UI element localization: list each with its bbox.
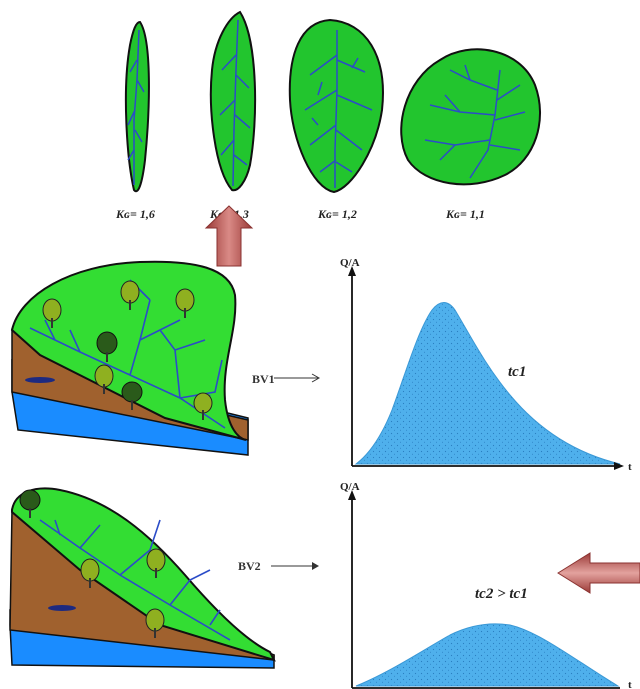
tree-icon (175, 288, 195, 318)
hydrograph-1: Q/A t tc1 (340, 257, 632, 473)
tree-icon (121, 381, 143, 410)
arrow-right-icon (274, 373, 321, 383)
leaf-4-round (400, 48, 542, 186)
tree-icon (80, 558, 100, 588)
hydrograph-2-area (355, 623, 620, 687)
tree-icon (145, 608, 165, 638)
left-arrow-icon (557, 552, 640, 594)
leaf-1-label: Kɢ= 1,6 (115, 207, 155, 221)
leaf-3-label: Kɢ= 1,2 (317, 207, 357, 221)
peak-time-label-2: tc2 > tc1 (475, 586, 528, 602)
leaf-4-label: Kɢ= 1,1 (445, 207, 485, 221)
tree-icon (96, 331, 118, 362)
tree-icon (94, 364, 114, 394)
tree-icon (146, 548, 166, 578)
x-axis-2-label: t (628, 679, 632, 689)
leaf-1-elongated (124, 20, 150, 193)
tree-icon (193, 392, 213, 420)
tree-icon (19, 489, 41, 518)
up-arrow-icon (204, 205, 254, 267)
hydrograph-1-area (354, 302, 621, 465)
y-axis-1-label: Q/A (340, 257, 360, 269)
leaf-2-oblong (209, 10, 257, 192)
basin-1-landscape (10, 260, 249, 456)
basin-2-landscape (9, 487, 276, 669)
tree-icon (120, 280, 140, 310)
y-axis-2-label: Q/A (340, 481, 360, 493)
arrow-right-icon (271, 562, 319, 570)
basin-1-label: BV1 (252, 372, 275, 386)
leaf-3-ovate (288, 18, 384, 194)
peak-time-label-1: tc1 (508, 364, 526, 380)
tree-icon (42, 298, 62, 328)
basin-2-label: BV2 (238, 559, 261, 573)
hydrograph-2: Q/A t tc2 > tc1 (340, 481, 632, 689)
x-axis-1-label: t (628, 461, 632, 473)
